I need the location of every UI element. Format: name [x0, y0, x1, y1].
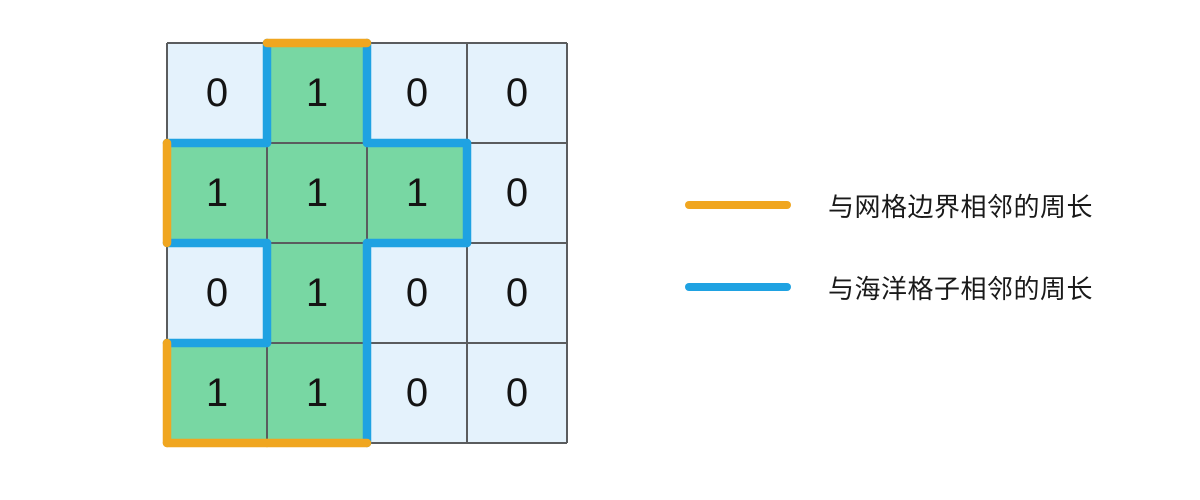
boundary-perimeter-swatch — [685, 201, 791, 209]
grid-cell-r2-c1-land: 1 — [267, 243, 367, 343]
grid-cell-r0-c2-ocean: 0 — [367, 43, 467, 143]
grid-cell-r0-c3-ocean: 0 — [467, 43, 567, 143]
ocean-perimeter-label: 与海洋格子相邻的周长 — [828, 273, 1094, 304]
grid-cell-r3-c0-land: 1 — [167, 343, 267, 443]
legend-item-ocean: 与海洋格子相邻的周长 — [685, 272, 1093, 304]
grid-cell-r1-c0-land: 1 — [167, 143, 267, 243]
grid-cell-r2-c2-ocean: 0 — [367, 243, 467, 343]
grid-cell-r3-c3-ocean: 0 — [467, 343, 567, 443]
legend-item-boundary: 与网格边界相邻的周长 — [685, 190, 1093, 222]
ocean-perimeter-swatch — [685, 283, 791, 291]
legend: 与网格边界相邻的周长 与海洋格子相邻的周长 — [685, 190, 1093, 304]
grid-cell-r2-c3-ocean: 0 — [467, 243, 567, 343]
grid-cell-r2-c0-ocean: 0 — [167, 243, 267, 343]
grid-cell-r3-c1-land: 1 — [267, 343, 367, 443]
grid-cell-r0-c1-land: 1 — [267, 43, 367, 143]
grid-cell-r1-c3-ocean: 0 — [467, 143, 567, 243]
grid-cell-r1-c1-land: 1 — [267, 143, 367, 243]
grid-cell-r1-c2-land: 1 — [367, 143, 467, 243]
grid-cell-r3-c2-ocean: 0 — [367, 343, 467, 443]
boundary-perimeter-label: 与网格边界相邻的周长 — [828, 191, 1094, 222]
grid-cell-r0-c0-ocean: 0 — [167, 43, 267, 143]
